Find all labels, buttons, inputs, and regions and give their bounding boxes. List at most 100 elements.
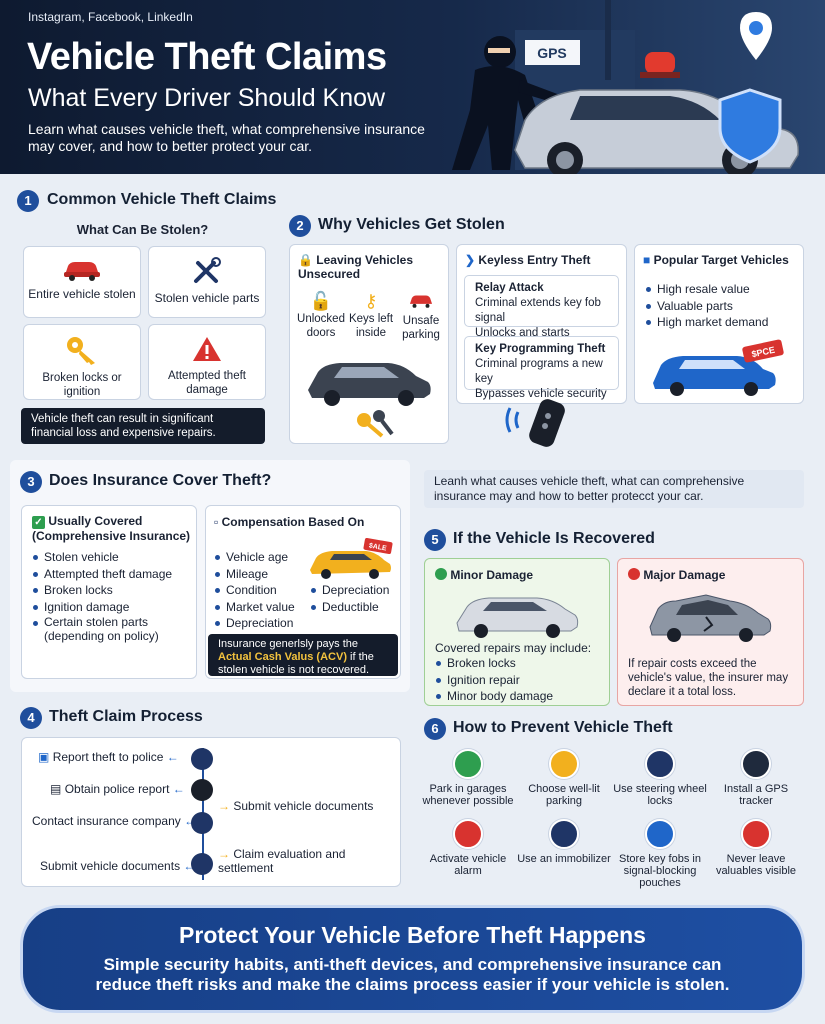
- step-submit-docs-left: Submit vehicle documents ←: [40, 859, 196, 873]
- clipboard-icon: ▫: [214, 515, 219, 529]
- major-damage-text: If repair costs exceed the vehicle's val…: [628, 658, 789, 698]
- card-label: Attempted theft damage: [168, 370, 246, 396]
- section-3-number: 3: [20, 471, 42, 493]
- step-submit-docs-right: → Submit vehicle documents: [218, 799, 374, 813]
- major-damage-panel: Major Damage If repair costs exceed the …: [617, 558, 804, 706]
- section-2-title: Why Vehicles Get Stolen: [318, 216, 505, 233]
- covered-title: ✓ Usually Covered (Comprehensive Insuran…: [32, 514, 192, 543]
- section-1-title: Common Vehicle Theft Claims: [47, 191, 277, 208]
- silver-sedan-illustration: [456, 597, 579, 638]
- prevention-tip: Activate vehicle alarm: [420, 819, 516, 877]
- wrecked-car-illustration: [649, 594, 772, 642]
- section-1-number: 1: [17, 190, 39, 212]
- compensation-list-left: Vehicle age Mileage Condition Market val…: [214, 549, 295, 632]
- acv-note-suffix: if the stolen vehicle is not recovered.: [218, 651, 374, 676]
- map-pin-icon: [741, 749, 771, 779]
- banner-title: Protect Your Vehicle Before Theft Happen…: [179, 922, 646, 948]
- acv-note-highlight: Actual Cash Valus (ACV): [218, 651, 347, 663]
- compensation-title-text: Compensation Based On: [221, 515, 365, 529]
- map-pin-icon: [740, 12, 772, 60]
- card-stolen-parts: Stolen vehicle parts: [148, 246, 266, 318]
- relay-line: Criminal extends key fob signal: [475, 297, 601, 324]
- sale-car-illustration: $ALE: [310, 538, 393, 579]
- card-broken-locks: Broken locks or ignition: [23, 324, 141, 400]
- prevention-tip: Store key fobs in signal-blocking pouche…: [612, 819, 708, 889]
- platforms-label: Instagram, Facebook, LinkedIn: [28, 10, 193, 24]
- minor-damage-title: Minor Damage: [435, 568, 533, 582]
- list-item: Mileage: [214, 566, 295, 583]
- section-6-number: 6: [424, 718, 446, 740]
- list-item: Broken locks: [32, 582, 192, 599]
- check-icon: ✓: [32, 516, 45, 529]
- step-node-car-icon: [191, 748, 213, 770]
- list-item: Deductible: [310, 599, 389, 616]
- list-item: Attempted theft damage: [32, 566, 192, 583]
- tip-label: Store key fobs in signal-blocking pouche…: [619, 853, 701, 889]
- section-5-title: If the Vehicle Is Recovered: [453, 530, 655, 547]
- tip-label: Park in garages whenever possible: [422, 783, 514, 807]
- callout-box: Leanh what causes vehicle theft, what ca…: [424, 470, 804, 508]
- section-1-note: Vehicle theft can result in significant …: [21, 408, 265, 444]
- step-node-phone-icon: [191, 779, 213, 801]
- covered-list: Stolen vehicle Attempted theft damage Br…: [32, 549, 192, 643]
- tools-icon: [194, 257, 221, 283]
- program-line: Bypasses vehicle security: [475, 388, 607, 400]
- unsecured-title-text: Leaving Vehicles Unsecured: [298, 253, 414, 281]
- list-item: Valuable parts: [645, 298, 768, 315]
- target-car-illustration: $PCE: [653, 339, 784, 396]
- list-item: Market value: [214, 599, 295, 616]
- red-dot-icon: [628, 568, 640, 580]
- step-label: Report theft to police: [52, 750, 164, 764]
- key-fob-icon: [505, 399, 565, 447]
- keyless-title: ❯ Keyless Entry Theft: [465, 253, 590, 267]
- section-3-title: Does Insurance Cover Theft?: [49, 472, 272, 489]
- shield-icon: [549, 819, 579, 849]
- unsecured-item-keys: ⚷ Keys left inside: [346, 291, 396, 340]
- thief-silhouette: [452, 36, 560, 170]
- step-label: Claim evaluation and settlement: [218, 847, 346, 875]
- car-icon: [409, 295, 433, 308]
- intro-text: Learn what causes vehicle theft, what co…: [28, 121, 425, 154]
- tip-label: Activate vehicle alarm: [429, 853, 507, 877]
- gps-sign: GPS: [537, 45, 567, 61]
- major-damage-title-text: Major Damage: [643, 568, 726, 582]
- hero-illustration: GPS: [452, 0, 799, 174]
- unsecured-item-doors: 🔓 Unlocked doors: [296, 291, 346, 340]
- step-claim-evaluation: → Claim evaluation and settlement: [218, 847, 346, 875]
- keys-icon: ⚷: [364, 291, 378, 311]
- prevention-tip: Install a GPS tracker: [708, 749, 804, 807]
- step-label: Submit vehicle documents: [233, 799, 374, 813]
- lightbulb-icon: [549, 749, 579, 779]
- keyless-title-text: Keyless Entry Theft: [478, 253, 591, 267]
- targets-title: ■ Popular Target Vehicles: [643, 253, 789, 267]
- sedan-keys-illustration: [308, 363, 431, 438]
- list-item: Stolen vehicle: [32, 549, 192, 566]
- sale-tag: $ALE: [368, 542, 387, 552]
- key-programming-box: Key Programming Theft Criminal programs …: [464, 336, 619, 400]
- program-line: Criminal programs a new key: [475, 358, 603, 385]
- green-dot-icon: [435, 568, 447, 580]
- document-icon: ▤: [50, 782, 62, 796]
- page-title: Vehicle Theft Claims: [27, 36, 387, 78]
- card-entire-vehicle: Entire vehicle stolen: [23, 246, 141, 318]
- card-label: Entire vehicle stolen: [28, 287, 136, 301]
- card-label: Stolen vehicle parts: [154, 291, 260, 305]
- tip-label: Never leave valuables visible: [715, 853, 797, 877]
- prevention-tip: Use an immobilizer: [516, 819, 612, 865]
- price-tag: $PCE: [751, 345, 776, 360]
- step-label: Obtain police report: [64, 782, 170, 796]
- closing-banner: Protect Your Vehicle Before Theft Happen…: [20, 905, 805, 1013]
- covered-title-text: Usually Covered (Comprehensive Insurance…: [32, 514, 191, 543]
- compensation-panel: ▫ Compensation Based On Vehicle age Mile…: [205, 505, 401, 679]
- garage-icon: [453, 749, 483, 779]
- card-attempted-theft: Attempted theft damage: [148, 324, 266, 400]
- section-2-number: 2: [289, 215, 311, 237]
- tip-label: Install a GPS tracker: [723, 783, 789, 807]
- list-item: Condition: [214, 582, 295, 599]
- unsecured-item-label: Unlocked doors: [297, 313, 345, 339]
- list-item: Depreciation: [310, 582, 389, 599]
- list-item: High market demand: [645, 314, 768, 331]
- lock-icon: 🔒: [298, 253, 313, 267]
- covered-panel: ✓ Usually Covered (Comprehensive Insuran…: [21, 505, 197, 679]
